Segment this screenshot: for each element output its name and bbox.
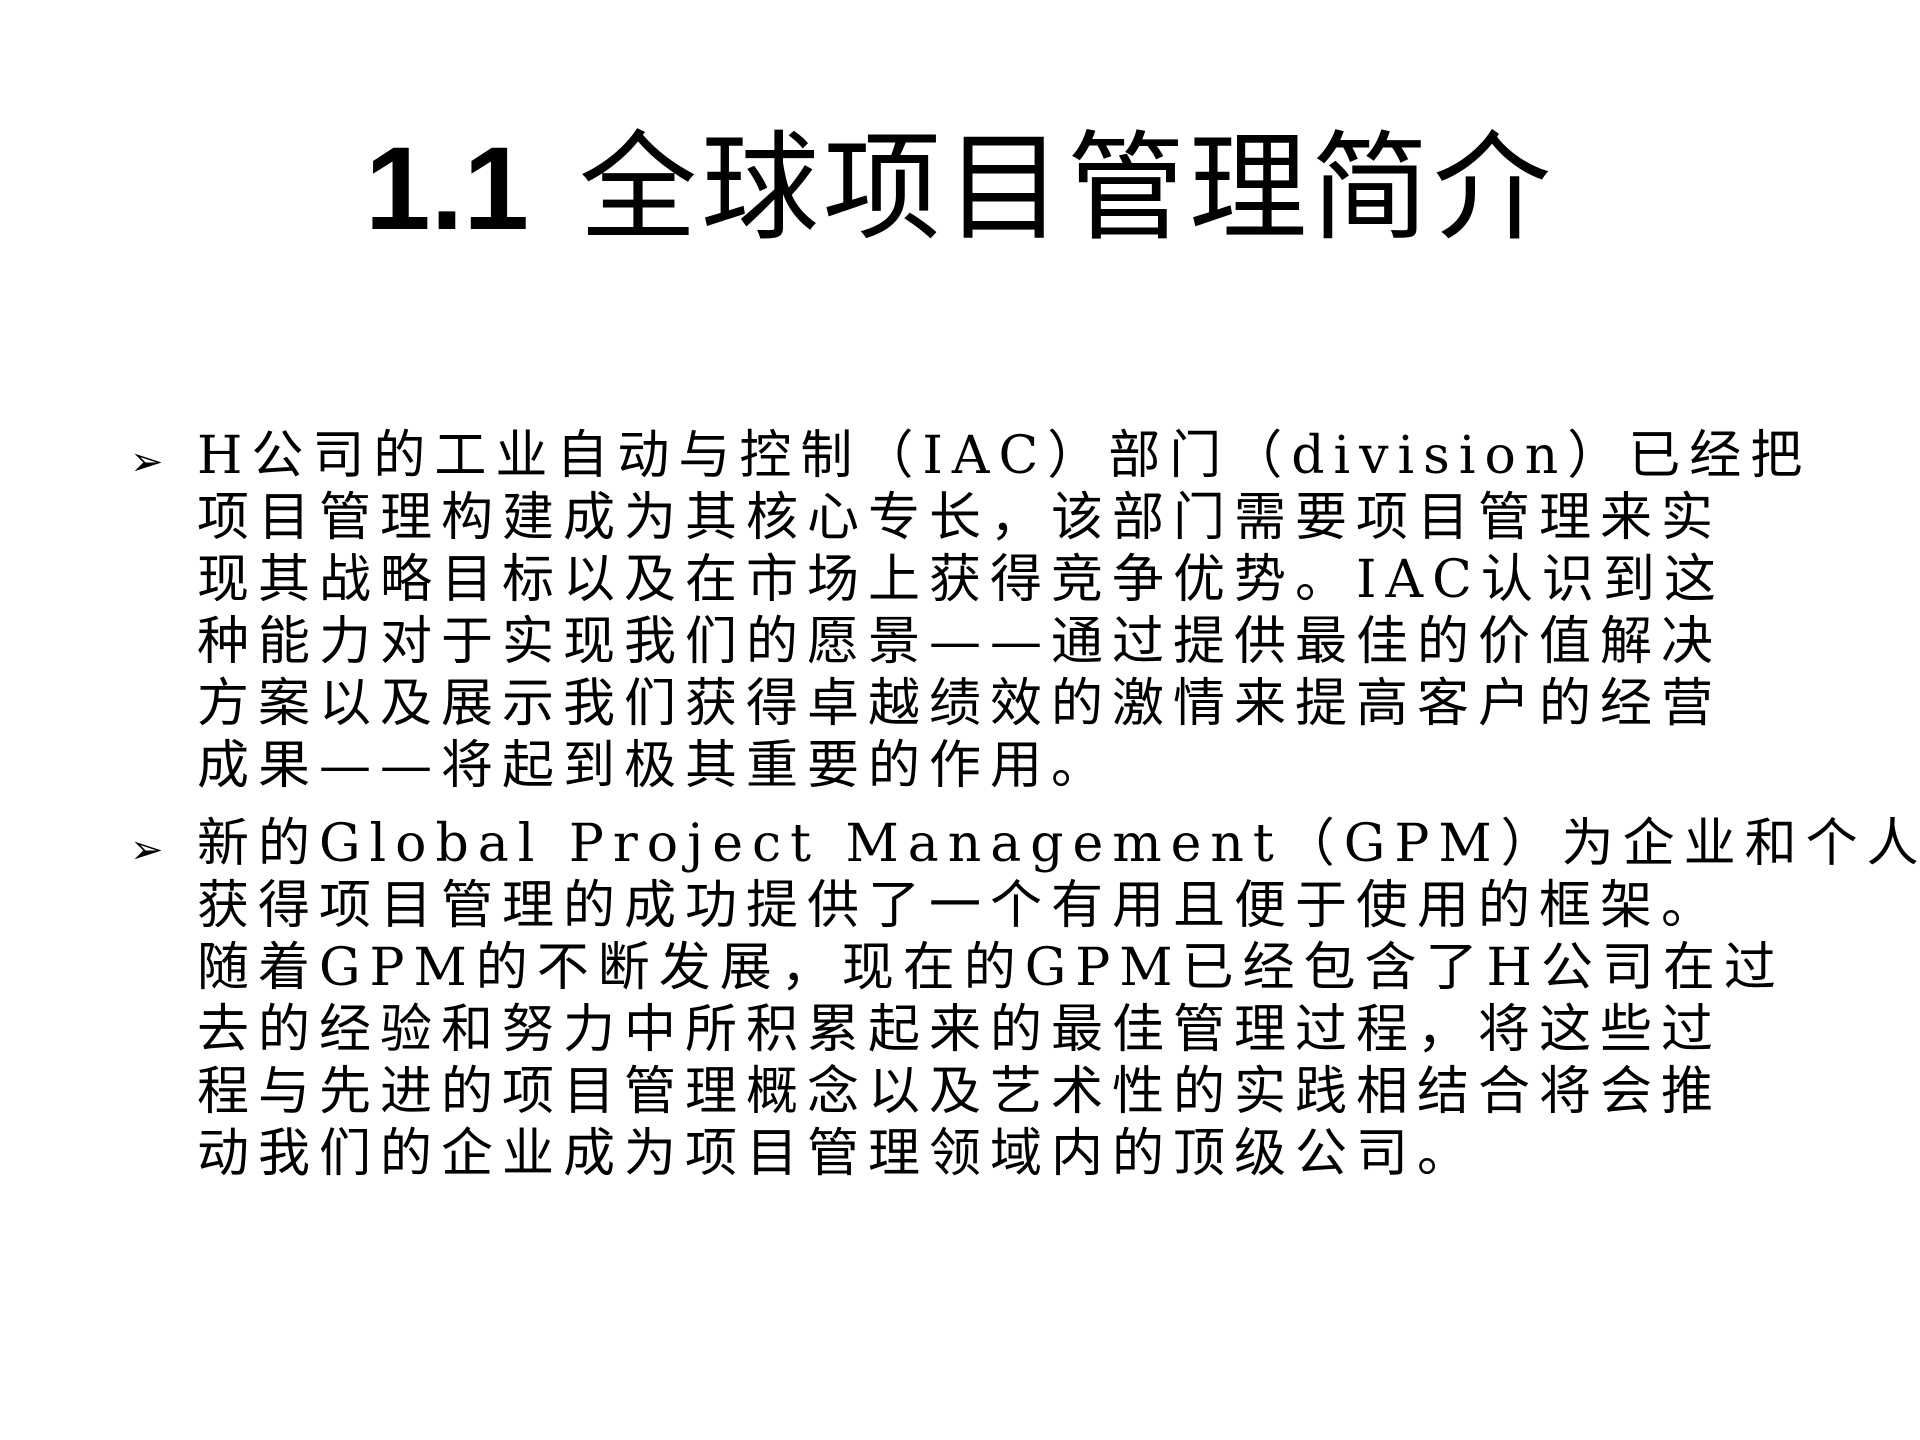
title-text: 全球项目管理简介 [579, 119, 1556, 257]
text-line: 随着GPM的不断发展，现在的GPM已经包含了H公司在过 [197, 938, 1785, 998]
text-line: 种能力对于实现我们的愿景——通过提供最佳的价值解决 [197, 612, 1723, 672]
text-line: 程与先进的项目管理概念以及艺术性的实践相结合将会推 [197, 1062, 1723, 1122]
arrowhead-bullet-icon: ➢ [130, 827, 164, 873]
arrowhead-bullet-icon: ➢ [130, 439, 164, 485]
text-line: H公司的工业自动与控制（IAC）部门（division）已经把 [197, 426, 1812, 486]
text-line: 去的经验和努力中所积累起来的最佳管理过程，将这些过 [197, 1000, 1723, 1060]
slide-title: 1.1 全球项目管理简介 [0, 118, 1920, 259]
text-line: 动我们的企业成为项目管理领域内的顶级公司。 [197, 1124, 1479, 1184]
text-line: 新的Global Project Management（GPM）为企业和个人 [197, 814, 1920, 874]
text-line: 获得项目管理的成功提供了一个有用且便于使用的框架。 [197, 876, 1723, 936]
text-line: 现其战略目标以及在市场上获得竞争优势。IAC认识到这 [197, 550, 1725, 610]
text-line: 方案以及展示我们获得卓越绩效的激情来提高客户的经营 [197, 674, 1723, 734]
text-line: 成果——将起到极其重要的作用。 [197, 736, 1113, 796]
text-line: 项目管理构建成为其核心专长，该部门需要项目管理来实 [197, 488, 1723, 548]
title-number: 1.1 [364, 123, 530, 255]
